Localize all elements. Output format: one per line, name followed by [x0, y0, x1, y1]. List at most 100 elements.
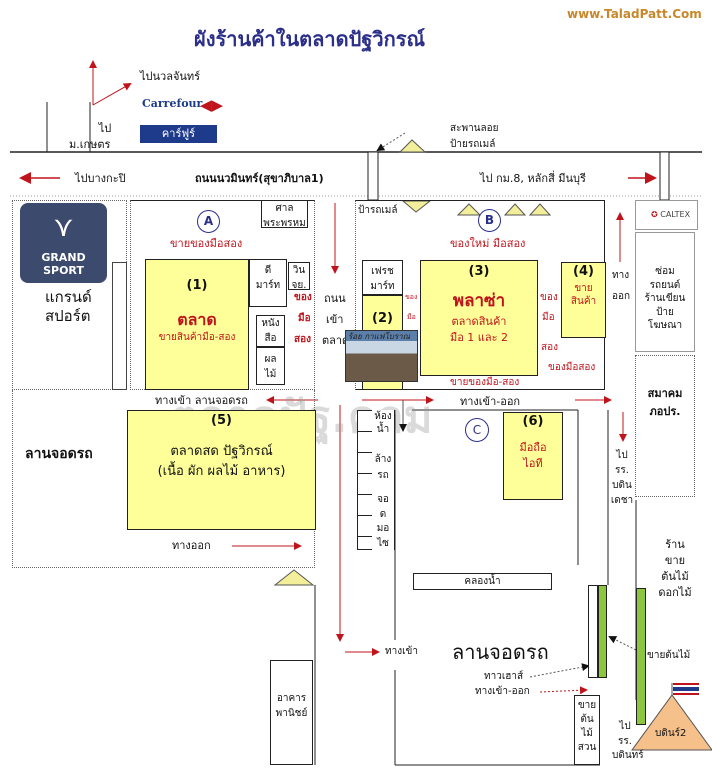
motorcycle-parking: จอดมอไซ	[372, 493, 394, 551]
zone-b-marker: B	[478, 209, 501, 232]
stall-1[interactable]: (1) ตลาด ขายสินค้ามือ-สอง	[145, 259, 249, 390]
dmart-2: มาร์ท	[255, 280, 281, 291]
stall1-side-1: ของ	[294, 292, 312, 303]
zone-c-entry-exit: ทางเข้า-ออก	[460, 395, 521, 408]
side3-2: มือ	[542, 312, 555, 323]
to-bodindecha: ไปรร. บดินเดชา	[608, 448, 636, 508]
moto-2: ด	[379, 508, 387, 520]
grand-sport-th-1: แกรนด์	[45, 288, 92, 306]
assoc-2: ภอปร.	[649, 405, 681, 418]
stall-6-desc-1: มือถือ	[519, 441, 547, 454]
to-school1-1: ไป	[616, 450, 628, 461]
moto-3: มอ	[376, 523, 390, 534]
book-1: หนัง	[261, 318, 280, 329]
brahma-shrine: ศาลพระพรหม	[261, 200, 308, 229]
caltex-text: CALTEX	[660, 210, 691, 219]
grand-sport-annex	[112, 262, 127, 390]
entry-road-1: ถนน	[324, 292, 346, 305]
stall-5-fresh-market[interactable]: (5) ตลาดสด ปัฐวิกรณ์ (เนื้อ ผัก ผลไม้ อา…	[127, 410, 316, 530]
carrefour-icon: ◀▶	[200, 96, 224, 114]
zone-c-marker: C	[465, 418, 489, 442]
plant-shop: ร้านขายต้นไม้ดอกไม้	[645, 537, 705, 601]
stall-5-desc-2: (เนื้อ ผัก ผลไม้ อาหาร)	[157, 464, 286, 479]
stall-3-plaza[interactable]: (3) พลาซ่า ตลาดสินค้า มือ 1 และ 2	[420, 260, 538, 376]
entry-road-2: เข้า	[326, 313, 344, 326]
fresh-2: มาร์ท	[370, 281, 395, 292]
small-side-2: มือ	[407, 313, 416, 321]
to-kaset-2: ม.เกษตร	[69, 138, 111, 151]
parking-main: ลานจอดรถ	[452, 640, 549, 664]
garden-4: สวน	[577, 742, 597, 753]
grand-sport-th-2: สปอร์ต	[45, 307, 91, 325]
plant-3: ต้นไม้	[661, 569, 689, 583]
site-url[interactable]: www.TaladPatt.Com	[567, 7, 702, 21]
stall1-side-3: สอง	[294, 334, 311, 345]
repair-4: ป้าย	[656, 306, 674, 318]
repair-5: โฆษณา	[647, 320, 683, 331]
garden-1: ขาย	[577, 700, 597, 711]
to-school1-3: บดินเดชา	[610, 480, 634, 506]
side3-1: ของ	[540, 292, 558, 303]
grand-sport-text: GRAND SPORT	[41, 251, 86, 277]
car-repair-sign-shop: ซ่อมรถยนต์ร้านเขียนป้ายโฆษณา	[635, 232, 695, 352]
stall-2-num: (2)	[372, 311, 393, 326]
wash-2: รถ	[377, 470, 389, 481]
townhouse-strip	[588, 585, 598, 678]
toilet-1: ห้อง	[374, 411, 392, 422]
stall1-side-2: มือ	[298, 313, 311, 324]
toilet: ห้องน้ำ	[372, 410, 394, 436]
side3-3: สอง	[541, 342, 558, 353]
stall-4-num: (4)	[573, 264, 594, 279]
plant-1: ร้าน	[665, 538, 685, 551]
townhouse-label: ทาวเฮาส์	[484, 671, 524, 682]
photo-caption: ร้อย กาแฟโบราณ	[348, 332, 411, 341]
stall-1-desc: ขายสินค้ามือ-สอง	[158, 332, 236, 343]
stall-3-bottom: ขายของมือ-สอง	[450, 377, 520, 388]
win-2: จย.	[291, 280, 307, 291]
coffee-shop-photo: ร้อย กาแฟโบราณ	[345, 330, 418, 382]
to-nuanchan: ไปนวลจันทร์	[140, 70, 201, 83]
commercial-2: พานิชย์	[275, 708, 308, 719]
road-to-bangkapi: ไปบางกะปิ	[75, 172, 126, 185]
entry-exit-2: ทางเข้า-ออก	[475, 686, 530, 697]
fruit-shop: ผลไม้	[256, 347, 285, 385]
road-name: ถนนนวมินทร์(สุขาภิบาล1)	[195, 172, 324, 185]
book-2: สือ	[264, 333, 277, 344]
car-wash: ล้างรถ	[372, 452, 394, 484]
fresh-1: เฟรช	[371, 266, 394, 277]
parking-entry: ทางเข้า ลานจอดรถ	[155, 394, 248, 407]
fruit-2: ไม้	[264, 369, 277, 380]
stall-4-desc-1: ขาย	[574, 283, 593, 294]
commercial-building: อาคารพานิชย์	[270, 660, 313, 765]
toilet-2: น้ำ	[376, 424, 390, 435]
parking-left: ลานจอดรถ	[25, 446, 93, 462]
small-side-1: ของ	[405, 293, 418, 301]
zone-a-marker: A	[197, 210, 220, 233]
plant-strip-2	[636, 588, 646, 725]
stall-1-num: (1)	[186, 278, 208, 293]
carrefour-th: คาร์ฟูร์	[140, 125, 217, 143]
repair-2: รถยนต์	[649, 279, 681, 291]
plant-4: ดอกไม้	[658, 585, 692, 599]
commercial-1: อาคาร	[276, 693, 307, 704]
bodin2-label: บดินร์2	[655, 728, 687, 739]
entry-label: ทางเข้า	[385, 646, 418, 657]
stall-3-name: พลาซ่า	[452, 291, 506, 311]
moto-taxi: วินจย.	[288, 262, 310, 291]
thai-flag-icon	[673, 683, 699, 695]
stall-3-num: (3)	[468, 264, 490, 279]
bus-stop-label: ป้ายรถเมล์	[450, 139, 496, 150]
stall-6-mobile[interactable]: (6) มือถือ ไอที	[503, 412, 563, 500]
garden-2: ต้น	[580, 714, 594, 725]
carrefour-logo: Carrefour	[142, 97, 203, 110]
stall-1-name: ตลาด	[177, 310, 217, 329]
to-bodin: ไปรร.บดินทร์	[612, 720, 644, 764]
to-school2-3: บดินทร์	[612, 750, 644, 761]
stall-4[interactable]: (4) ขาย สินค้า	[561, 262, 606, 338]
garden-3: ไม้	[581, 728, 593, 739]
moto-4: ไซ	[377, 537, 389, 549]
repair-3: ร้านเขียน	[644, 293, 686, 304]
road-to-minburi: ไป กม.8, หลักสี่ มีนบุรี	[480, 172, 586, 185]
zone-b-sign: ของใหม่ มือสอง	[450, 237, 526, 250]
to-school1-2: รร.	[615, 465, 629, 476]
